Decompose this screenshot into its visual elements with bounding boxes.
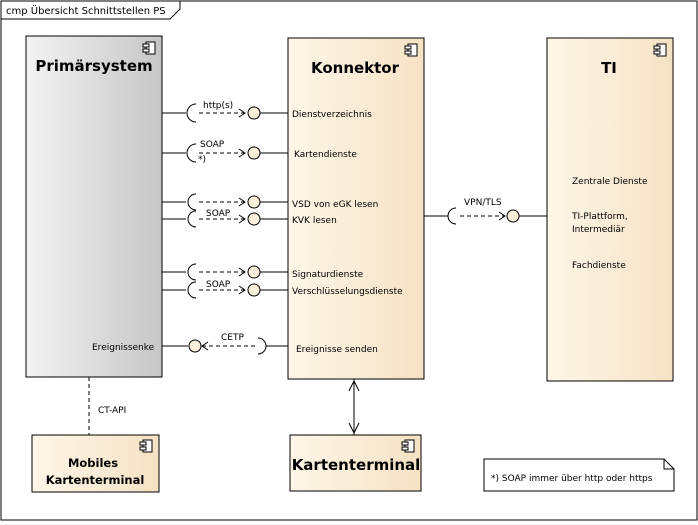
component-title-line1: Mobiles — [68, 456, 118, 470]
component-title: Konnektor — [311, 59, 400, 77]
component-icon — [139, 439, 153, 453]
component-icon — [404, 43, 418, 57]
svg-text:*) SOAP immer über http oder h: *) SOAP immer über http oder https — [491, 474, 653, 484]
connector-label-soap-2: SOAP — [206, 209, 231, 219]
interface-cetp — [162, 337, 288, 355]
interface-verschluesselung — [162, 281, 288, 299]
connector-label-vpn: VPN/TLS — [464, 198, 502, 208]
component-icon — [142, 41, 156, 55]
service-kvk: KVK lesen — [292, 216, 337, 226]
frame-title-tab — [0, 0, 181, 20]
component-icon — [401, 439, 415, 453]
interface-vsd — [162, 193, 288, 211]
connector-label-cetp: CETP — [221, 333, 244, 343]
connector-label-soap-1: SOAP — [200, 140, 225, 150]
note-soap: *) SOAP immer über http oder https — [483, 458, 675, 492]
port-label-ereignissenke: Ereignissenke — [92, 343, 155, 353]
component-kartenterminal[interactable]: Kartenterminal — [289, 434, 422, 492]
interface-kvk — [162, 210, 288, 228]
ti-plattform: TI-Plattform, — [571, 212, 628, 222]
component-konnektor[interactable]: Konnektor Dienstverzeichnis Kartendienst… — [287, 37, 425, 380]
connector-label-soap-3: SOAP — [206, 280, 231, 290]
connector-note-ref: *) — [198, 155, 206, 165]
interface-signatur — [162, 263, 288, 281]
component-title: Kartenterminal — [292, 456, 421, 474]
ti-intermediaer: Intermediär — [572, 225, 625, 235]
ti-fachdienste: Fachdienste — [572, 261, 626, 271]
link-konnektor-kartenterminal — [348, 379, 360, 435]
component-icon — [653, 43, 667, 57]
connector-label-ct-api: CT-API — [98, 406, 126, 416]
component-title: Primärsystem — [35, 57, 152, 75]
service-signatur: Signaturdienste — [292, 270, 364, 280]
interface-dienstverzeichnis — [162, 103, 288, 123]
ti-zentrale-dienste: Zentrale Dienste — [572, 177, 648, 187]
component-primaersystem[interactable]: Primärsystem Ereignissenke — [25, 35, 163, 378]
component-mobiles-kartenterminal[interactable]: Mobiles Kartenterminal — [31, 434, 160, 493]
service-kartendienste: Kartendienste — [294, 150, 357, 160]
service-vsd: VSD von eGK lesen — [292, 200, 378, 210]
component-title-line2: Kartenterminal — [46, 473, 145, 487]
connector-label-http: http(s) — [203, 101, 233, 111]
component-title: TI — [601, 59, 617, 77]
service-verschluesselung: Verschlüsselungsdienste — [292, 287, 403, 297]
component-ti[interactable]: TI Zentrale Dienste TI-Plattform, Interm… — [546, 37, 674, 382]
frame-title: cmp Übersicht Schnittstellen PS — [6, 4, 166, 17]
interface-kartendienste — [162, 143, 288, 163]
service-dienstverzeichnis: Dienstverzeichnis — [292, 110, 372, 120]
interface-vpn — [424, 207, 547, 225]
service-ereignisse: Ereignisse senden — [296, 345, 378, 355]
